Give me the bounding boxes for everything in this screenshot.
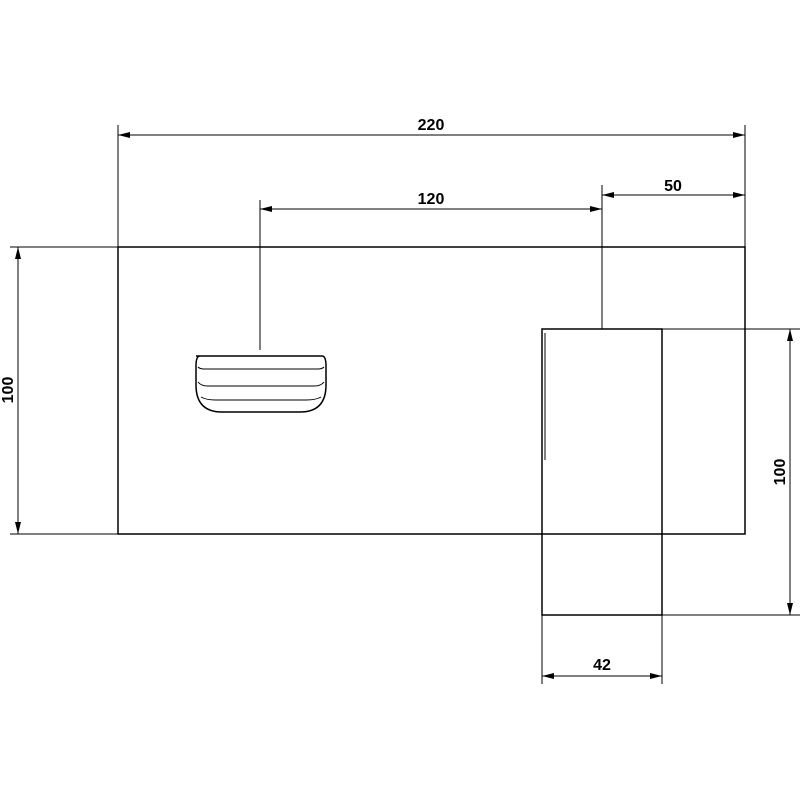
extension-lines — [10, 125, 800, 684]
dimension-label-spout-offset: 120 — [418, 191, 445, 208]
dimension-label-handle-width: 42 — [593, 657, 611, 674]
dimension-label-overall-width: 220 — [418, 117, 445, 134]
wall-plate — [117, 246, 746, 535]
handle-body — [541, 328, 663, 616]
dimension-label-handle-offset: 50 — [664, 178, 682, 195]
dimension-label-handle-height: 100 — [772, 459, 789, 486]
spout-outlet — [195, 355, 327, 413]
dimension-label-plate-height: 100 — [0, 377, 17, 404]
